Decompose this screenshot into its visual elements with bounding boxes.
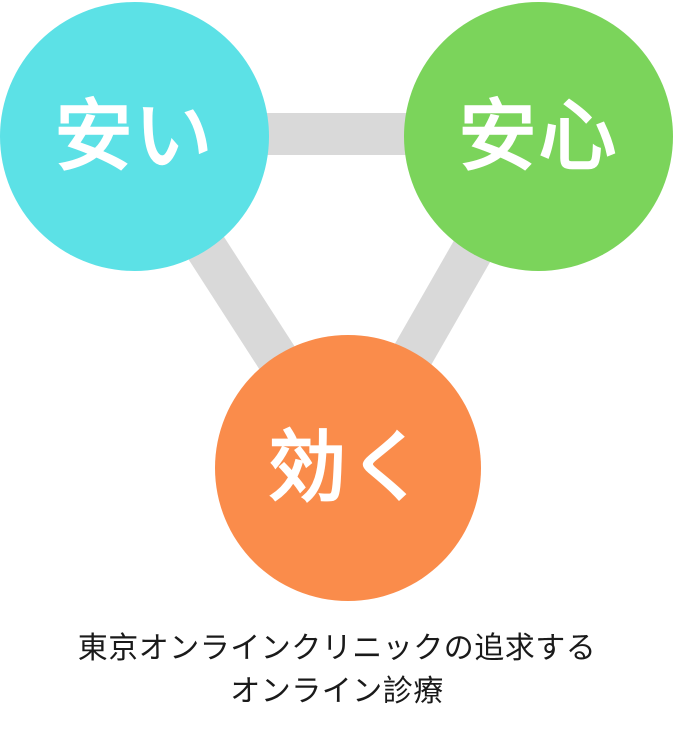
triangle-diagram: 安い 安心 効く [0,2,673,601]
caption-line-2: オンライン診療 [230,673,444,709]
caption-line-1: 東京オンラインクリニックの追求する [77,631,597,666]
node-label-cheap: 安い [54,91,215,182]
node-circle-effective[interactable]: 効く [215,335,481,601]
node-circle-cheap[interactable]: 安い [0,2,269,271]
node-circle-safe[interactable]: 安心 [404,2,673,271]
node-label-effective: 効く [267,423,428,513]
node-label-safe: 安心 [458,91,619,182]
caption-block: 東京オンラインクリニックの追求する オンライン診療 [0,628,674,713]
